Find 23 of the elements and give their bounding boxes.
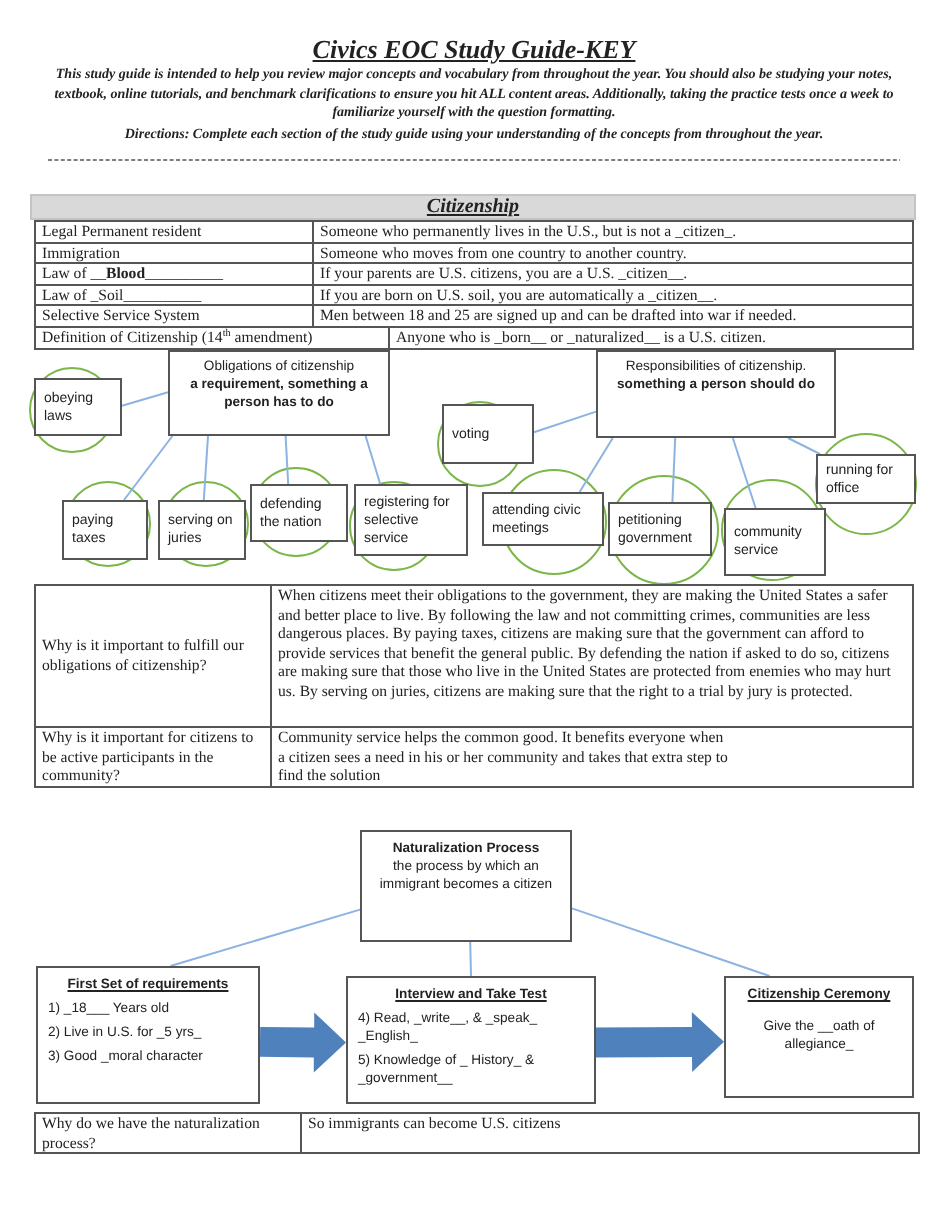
block-arrow: [596, 1012, 724, 1072]
process-box: [346, 976, 596, 1104]
concept-box: [596, 350, 836, 438]
connector-line: [284, 435, 290, 485]
connector-line: [731, 437, 757, 509]
process-box: [360, 830, 572, 942]
block-arrow: [259, 1012, 346, 1073]
page-title: Civics EOC Study Guide-KEY: [310, 34, 640, 64]
connector-line: [121, 391, 169, 407]
connector-line: [123, 435, 174, 501]
connector-line: [671, 437, 677, 503]
connector-line: [533, 410, 597, 434]
connector-line: [364, 435, 382, 485]
concept-box: [168, 350, 390, 436]
connector-line: [202, 435, 209, 501]
section-band: Citizenship: [30, 194, 916, 220]
connector-line: [469, 941, 472, 977]
process-box: [724, 976, 914, 1098]
connector-line: [169, 908, 361, 967]
connector-line: [787, 437, 821, 455]
connector-line: [571, 907, 771, 977]
process-box: [36, 966, 260, 1104]
connector-line: [578, 437, 614, 493]
